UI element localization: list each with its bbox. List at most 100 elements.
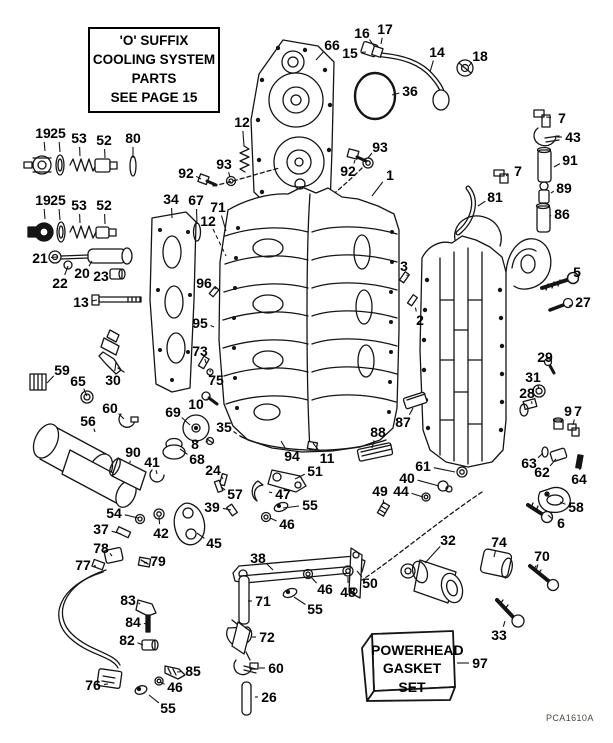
callout-25: 25: [50, 125, 66, 141]
callout-83: 83: [120, 592, 136, 608]
leader-line-14: [429, 60, 434, 73]
gasket-box-line: POWERHEAD: [371, 642, 464, 658]
leader-line-86: [549, 214, 552, 217]
callout-29: 29: [537, 349, 553, 365]
leader-line-46: [310, 576, 318, 584]
callout-71: 71: [255, 593, 271, 609]
callout-53: 53: [71, 197, 87, 213]
leader-line-84: [143, 622, 147, 625]
callout-92: 92: [178, 165, 194, 181]
leader-line-57: [220, 486, 226, 491]
leader-line-36: [391, 92, 400, 96]
note-line: COOLING SYSTEM: [92, 52, 216, 68]
callout-26: 26: [261, 689, 277, 705]
callout-61: 61: [415, 458, 431, 474]
leader-line-20: [88, 260, 93, 267]
callout-86: 86: [554, 206, 570, 222]
callout-11: 11: [319, 450, 335, 466]
callout-52: 52: [96, 132, 112, 148]
callout-75: 75: [208, 372, 224, 388]
leader-line-40: [417, 479, 440, 487]
callout-46: 46: [279, 516, 295, 532]
callout-58: 58: [568, 499, 584, 515]
callout-46: 46: [167, 679, 183, 695]
callout-82: 82: [119, 632, 135, 648]
callout-25: 25: [50, 192, 66, 208]
leader-line-24: [220, 475, 224, 480]
callout-60: 60: [102, 400, 118, 416]
leader-line-62: [549, 458, 557, 467]
leader-line-9: [560, 418, 564, 424]
callout-41: 41: [144, 454, 160, 470]
callout-74: 74: [491, 534, 507, 550]
callout-42: 42: [153, 525, 169, 541]
leader-line-88: [371, 440, 375, 449]
callout-34: 34: [163, 191, 179, 207]
callout-1: 1: [386, 167, 394, 183]
callout-79: 79: [150, 553, 166, 569]
callout-22: 22: [52, 275, 68, 291]
callout-19: 19: [35, 192, 51, 208]
leader-line-19: [43, 141, 46, 152]
callout-71: 71: [210, 199, 226, 215]
callout-20: 20: [74, 265, 90, 281]
leader-line-8: [205, 440, 209, 443]
callout-45: 45: [206, 535, 222, 551]
callout-57: 57: [227, 486, 243, 502]
leader-line-33: [502, 620, 506, 627]
callout-24: 24: [205, 462, 221, 478]
callout-76: 76: [85, 677, 101, 693]
callout-55: 55: [302, 497, 318, 513]
callout-84: 84: [125, 614, 141, 630]
leader-line-29: [549, 364, 552, 370]
callout-53: 53: [71, 130, 87, 146]
callout-96: 96: [196, 275, 212, 291]
callout-80: 80: [125, 130, 141, 146]
callout-49: 49: [372, 483, 388, 499]
note-line: PARTS: [131, 71, 177, 86]
leader-line-1: [371, 181, 384, 197]
callout-90: 90: [125, 444, 141, 460]
leader-line-93: [367, 152, 373, 159]
leader-line-95: [210, 324, 215, 328]
leader-line-66: [315, 50, 325, 61]
leader-line-81: [477, 200, 486, 207]
leader-line-94: [280, 440, 286, 449]
leader-line-56: [93, 428, 96, 433]
callout-35: 35: [216, 419, 232, 435]
leader-line-7: [572, 419, 575, 426]
callout-30: 30: [105, 372, 121, 388]
callout-28: 28: [519, 385, 535, 401]
callout-3: 3: [400, 258, 408, 274]
leader-line-82: [137, 642, 144, 646]
leader-line-73: [204, 358, 207, 364]
callout-9: 9: [564, 403, 572, 419]
leader-line-92: [353, 159, 356, 164]
leader-line-74: [493, 550, 497, 558]
callout-68: 68: [189, 451, 205, 467]
leader-line-61: [433, 467, 456, 473]
leader-line-18: [468, 61, 473, 67]
leader-line-7: [505, 174, 509, 177]
leader-line-46: [159, 681, 165, 685]
leader-line-83: [138, 602, 141, 605]
callout-17: 17: [377, 21, 393, 37]
leader-line-44: [411, 492, 424, 498]
callout-44: 44: [393, 483, 409, 499]
callout-7: 7: [558, 110, 566, 126]
callout-52: 52: [96, 197, 112, 213]
gasket-box-line: SET: [398, 678, 426, 695]
leader-line-49: [382, 499, 385, 505]
leader-line-13: [91, 299, 98, 302]
callout-43: 43: [565, 129, 581, 145]
leader-line-25: [58, 141, 61, 153]
callout-91: 91: [562, 152, 578, 168]
leader-line-38: [266, 563, 274, 571]
callout-7: 7: [574, 403, 582, 419]
callout-55: 55: [160, 700, 176, 716]
callout-50: 50: [362, 575, 378, 591]
callout-62: 62: [534, 464, 550, 480]
callout-40: 40: [399, 470, 415, 486]
